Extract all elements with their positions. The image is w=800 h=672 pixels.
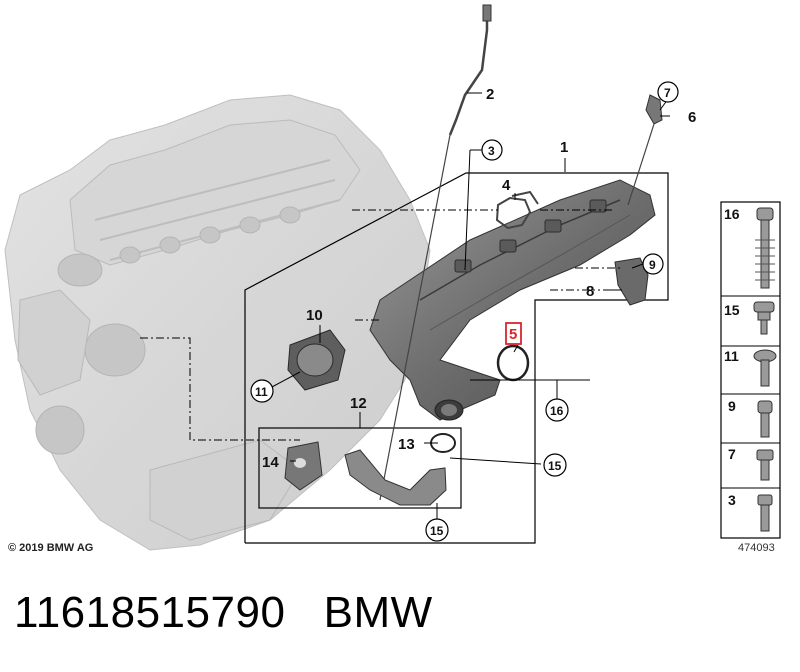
callout-7: 7	[664, 86, 671, 100]
callout-3: 3	[488, 144, 495, 158]
pressure-sensor	[627, 94, 663, 206]
callout-8: 8	[586, 283, 594, 300]
callout-15-right: 15	[548, 459, 562, 473]
callout-12: 12	[350, 395, 367, 412]
callout-16: 16	[550, 404, 564, 418]
callout-6: 6	[688, 109, 696, 126]
brand-name: BMW	[323, 588, 433, 637]
callout-5: 5	[509, 326, 517, 343]
dash-dot-lines	[140, 209, 620, 441]
assembly-frame	[244, 172, 669, 544]
bracket	[614, 257, 649, 306]
fastener-label-16: 16	[724, 206, 740, 222]
callout-5-highlight: 5	[505, 322, 522, 345]
egr-pipe	[284, 433, 456, 506]
callout-14: 14	[262, 454, 279, 471]
fastener-label-15: 15	[724, 302, 740, 318]
fastener-label-7: 7	[728, 446, 736, 462]
fastener-label-9: 9	[728, 398, 736, 414]
fastener-panel: 16 15 11 9 7 3	[720, 201, 781, 539]
fastener-label-11: 11	[724, 348, 739, 364]
dipstick	[379, 4, 492, 501]
manifold-gasket	[495, 190, 539, 230]
callout-10: 10	[306, 307, 323, 324]
part-caption: 11618515790 BMW	[14, 588, 433, 638]
bolt-3-icon	[757, 494, 773, 506]
bolt-7-icon	[756, 449, 774, 461]
callout-1: 1	[560, 139, 568, 156]
bolt-15-icon	[753, 301, 775, 313]
throttle-valve	[287, 329, 346, 391]
callout-11: 11	[255, 385, 268, 399]
part-number: 11618515790	[14, 588, 286, 637]
intake-manifold	[369, 179, 656, 421]
callout-15-bottom: 15	[430, 524, 444, 538]
callout-13: 13	[398, 436, 415, 453]
copyright-notice: © 2019 BMW AG	[8, 542, 94, 554]
engine-block	[4, 94, 431, 551]
o-ring	[496, 344, 530, 382]
diagram-number: 474093	[738, 542, 775, 554]
callout-2: 2	[486, 86, 494, 103]
callout-4: 4	[502, 177, 511, 194]
bolt-16-icon	[756, 207, 774, 221]
callouts: 1 2 4 6 8 10 12 13 14	[262, 86, 696, 471]
fastener-label-3: 3	[728, 492, 736, 508]
circled-callouts: 3 7 9 11 15 15 16	[250, 81, 679, 542]
parts-diagram: 1 2 4 6 8 10 12 13 14 5 3 7 9 11 15 15 1…	[4, 4, 781, 551]
callout-9: 9	[649, 258, 656, 272]
bolt-9-icon	[757, 400, 773, 414]
